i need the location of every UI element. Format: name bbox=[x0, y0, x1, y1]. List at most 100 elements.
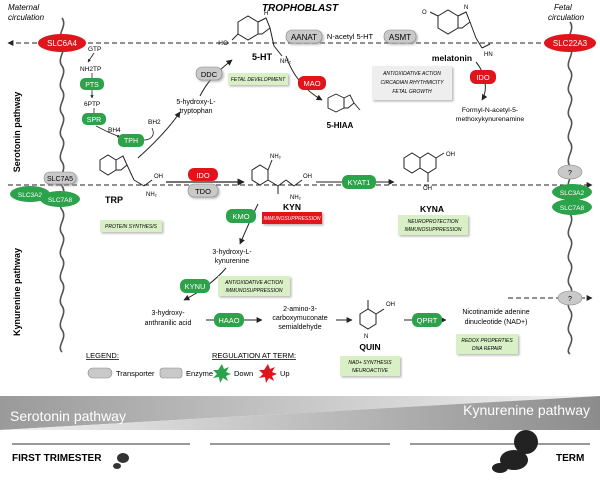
kynurenine-structure bbox=[251, 159, 303, 194]
pts-enzyme: PTS bbox=[80, 78, 104, 90]
kyn-to-3hk-arrow bbox=[239, 203, 259, 245]
quin-structure bbox=[359, 300, 385, 330]
tph-label: TPH bbox=[124, 138, 138, 145]
melatonin-effect-2: CIRCADIAN RHYTHMICITY bbox=[380, 80, 444, 86]
haao-label: HAAO bbox=[218, 316, 239, 325]
ido-kynurenine-enzyme: IDO bbox=[188, 168, 218, 181]
melatonin-effect-1: ANTIOXIDATIVE ACTION bbox=[382, 71, 441, 77]
note-kyna-effects: NEUROPROTECTION IMMUNOSUPPRESSION bbox=[398, 215, 468, 235]
slc7a8-left-label: SLC7A8 bbox=[48, 197, 73, 204]
immunosuppression-kyn-text: IMMUNOSUPPRESSION bbox=[264, 216, 321, 222]
kyna-structure bbox=[403, 152, 445, 182]
kyna-oh2-label: OH bbox=[423, 186, 432, 192]
3hk-label-line2: kynurenine bbox=[215, 258, 249, 265]
timeline-first-trimester-label: FIRST TRIMESTER bbox=[12, 453, 102, 464]
acms-label-line1: 2-amino-3- bbox=[283, 306, 318, 313]
legend-title: LEGEND: bbox=[86, 351, 119, 360]
legend-enzyme-label: Enzyme bbox=[186, 369, 213, 378]
5hiaa-structure bbox=[327, 93, 361, 113]
note-nad-effects: REDOX PROPERTIES DNA REPAIR bbox=[456, 334, 518, 354]
quin-label: QUIN bbox=[359, 342, 380, 352]
aanat-label: AANAT bbox=[291, 33, 317, 42]
maternal-label-line1: Maternal bbox=[8, 3, 39, 12]
tdo-label: TDO bbox=[195, 187, 211, 196]
legend-up-star-icon bbox=[259, 364, 277, 383]
serotonin-ho-label: HO bbox=[218, 40, 228, 47]
fetal-circulation-label: Fetal circulation bbox=[548, 3, 585, 22]
maternal-membrane bbox=[59, 17, 65, 353]
3hk-label-line1: 3-hydroxy-L- bbox=[212, 249, 252, 256]
nad-label-line1: Nicotinamide adenine bbox=[462, 309, 529, 316]
5hiaa-label: 5-HIAA bbox=[327, 121, 354, 130]
melatonin-structure bbox=[429, 9, 491, 49]
legend-up-label: Up bbox=[280, 369, 290, 378]
note-fetal-development: FETAL DEVELOPMENT bbox=[228, 73, 288, 85]
kyat1-label: KYAT1 bbox=[348, 178, 371, 187]
maternal-circulation-label: Maternal circulation bbox=[8, 3, 45, 22]
maternal-label-line2: circulation bbox=[8, 13, 45, 22]
note-protein-synthesis: PROTEIN SYNTHESIS bbox=[100, 220, 162, 232]
asmt-label: ASMT bbox=[389, 33, 411, 42]
melatonin-effect-3: FETAL GROWTH bbox=[392, 89, 432, 95]
gtp-arrow bbox=[87, 52, 95, 63]
kmo-label: KMO bbox=[232, 212, 249, 221]
fetal-label-line1: Fetal bbox=[554, 3, 572, 12]
quin-effect-1: NAD+ SYNTHESIS bbox=[348, 360, 392, 366]
kyna-effect-2: IMMUNOSUPPRESSION bbox=[405, 227, 462, 233]
n-acetyl-5ht-label: N-acetyl 5-HT bbox=[327, 32, 374, 41]
bh4-label: BH4 bbox=[108, 127, 121, 134]
fetus-icon bbox=[492, 430, 538, 473]
aanat-enzyme: AANAT bbox=[285, 29, 323, 44]
nh2tp-label: NH2TP bbox=[80, 66, 101, 73]
slc7a8-right-label: SLC7A8 bbox=[560, 205, 585, 212]
acms-label-line3: semialdehyde bbox=[278, 324, 321, 331]
unknown-transporter-1: ? bbox=[557, 164, 583, 180]
timeline-kynurenine-wedge bbox=[0, 396, 600, 430]
tryptophan-structure bbox=[99, 154, 153, 187]
serotonin-nh2-label: NH₂ bbox=[280, 59, 292, 65]
note-kynu-effects: ANTIOXIDATIVE ACTION IMMUNOSUPPRESSION bbox=[218, 276, 290, 296]
melatonin-nh-label: N bbox=[464, 5, 468, 11]
melatonin-label: melatonin bbox=[432, 53, 472, 63]
spr-label: SPR bbox=[87, 117, 101, 124]
unknown-transporter-1-label: ? bbox=[568, 170, 572, 177]
legend-transporter-label: Transporter bbox=[116, 369, 155, 378]
trp-to-5htp-arrow bbox=[137, 111, 181, 159]
nad-effect-2: DNA REPAIR bbox=[472, 346, 502, 352]
kynurenine-label: KYN bbox=[283, 202, 301, 212]
trp-oh-label: OH bbox=[154, 174, 163, 180]
tryptophan-label: TRP bbox=[105, 195, 123, 205]
kynu-enzyme: KYNU bbox=[180, 279, 210, 293]
fetal-label-line2: circulation bbox=[548, 13, 585, 22]
tph-enzyme: TPH bbox=[118, 134, 144, 147]
note-quin-effects: NAD+ SYNTHESIS NEUROACTIVE bbox=[340, 356, 400, 376]
ido-serotonin-enzyme: IDO bbox=[470, 70, 496, 84]
kyna-effect-1: NEUROPROTECTION bbox=[408, 219, 459, 225]
kynu-label: KYNU bbox=[185, 282, 206, 291]
embryo-icon bbox=[113, 453, 129, 469]
legend-down-label: Down bbox=[234, 369, 253, 378]
asmt-enzyme: ASMT bbox=[383, 29, 417, 44]
serotonin-pathway-side-label: Serotonin pathway bbox=[12, 92, 22, 173]
ido-kynurenine-label: IDO bbox=[196, 171, 210, 180]
6ptp-label: 6PTP bbox=[84, 101, 100, 108]
legend: LEGEND: Transporter Enzyme REGULATION AT… bbox=[86, 351, 296, 383]
protein-synthesis-text: PROTEIN SYNTHESIS bbox=[105, 224, 158, 230]
mao-enzyme: MAO bbox=[298, 76, 326, 90]
nad-effect-1: REDOX PROPERTIES bbox=[461, 338, 513, 344]
legend-down-star-icon bbox=[213, 364, 231, 383]
formyl-label-line1: Formyl-N-acetyl-5- bbox=[462, 107, 518, 114]
timeline-serotonin-label: Serotonin pathway bbox=[10, 408, 126, 424]
gtp-label: GTP bbox=[88, 46, 101, 53]
slc7a5-transporter: SLC7A5 bbox=[43, 171, 77, 185]
slc6a4-transporter: SLC6A4 bbox=[38, 34, 86, 52]
mao-label: MAO bbox=[303, 79, 320, 88]
kyna-oh-label: OH bbox=[446, 152, 455, 158]
qprt-label: QPRT bbox=[417, 316, 438, 325]
nad-label-line2: dinucleotide (NAD+) bbox=[465, 319, 528, 326]
slc3a2-left-label: SLC3A2 bbox=[18, 192, 43, 199]
legend-enzyme-swatch bbox=[159, 367, 183, 379]
kyn-nh2-label: NH₂ bbox=[270, 154, 282, 160]
5htp-label-line1: 5-hydroxy-L- bbox=[176, 99, 216, 106]
pts-label: PTS bbox=[85, 82, 99, 89]
